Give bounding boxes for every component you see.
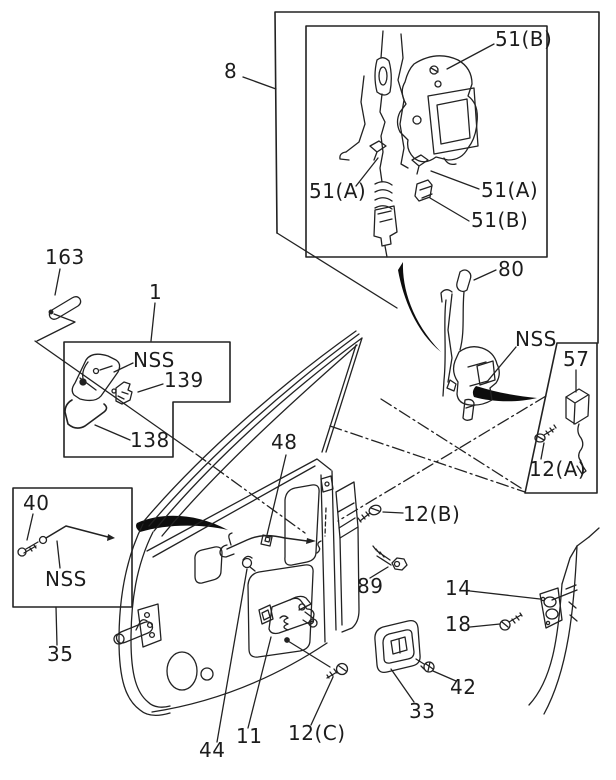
callout-1: 1 (149, 280, 163, 304)
callout-nss-handle: NSS (133, 348, 175, 372)
callout-139: 139 (164, 368, 204, 392)
window-lock-mechanism-detail (339, 30, 495, 258)
callout-11: 11 (236, 724, 263, 748)
callout-89: 89 (357, 574, 384, 598)
b-pillar (469, 527, 600, 715)
callout-12a: 12(A) (529, 457, 587, 481)
callout-35: 35 (47, 642, 74, 666)
door-lock-assembly (440, 269, 517, 421)
callout-80: 80 (498, 257, 525, 281)
inset-box-35 (12, 487, 133, 646)
callout-12c: 12(C) (288, 721, 346, 745)
phantom-centerlines (195, 395, 547, 534)
callout-42: 42 (450, 675, 477, 699)
callout-44: 44 (199, 738, 226, 762)
callout-18: 18 (445, 612, 472, 636)
callout-48: 48 (271, 430, 298, 454)
callout-nss-lock: NSS (515, 327, 557, 351)
inner-handle-assembly (247, 595, 315, 729)
callout-57: 57 (563, 347, 590, 371)
callout-51b-bottom: 51(B) (471, 208, 529, 232)
callout-51a-right: 51(A) (481, 178, 539, 202)
door-outline (113, 330, 363, 716)
inset-box-57 (524, 342, 598, 494)
callout-33: 33 (409, 699, 436, 723)
lock-control-rod-48 (216, 454, 316, 743)
callout-8: 8 (224, 59, 238, 83)
leader-through-handle-box (34, 340, 194, 453)
handle-bezel-33 (374, 620, 421, 703)
pin-163 (36, 268, 82, 342)
fasteners (287, 504, 457, 726)
inset-box-8 (242, 11, 600, 344)
inset-box-1 (63, 302, 231, 458)
callout-40: 40 (23, 491, 50, 515)
callout-14: 14 (445, 576, 472, 600)
motion-swoosh-arrows (136, 262, 537, 532)
callout-163: 163 (45, 245, 85, 269)
callout-12b: 12(B) (403, 502, 461, 526)
callout-nss-rod: NSS (45, 567, 87, 591)
callout-51a-left: 51(A) (309, 179, 367, 203)
callout-138: 138 (130, 428, 170, 452)
callout-51b-top: 51(B) (495, 27, 553, 51)
